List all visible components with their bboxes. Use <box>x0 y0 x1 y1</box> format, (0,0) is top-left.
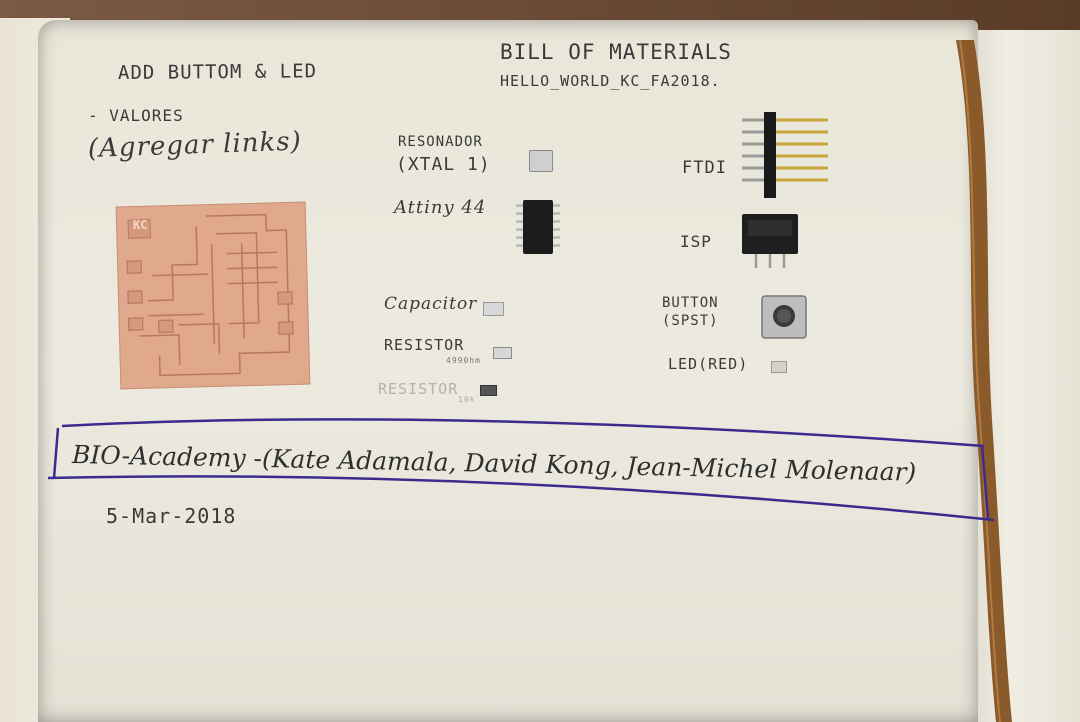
label-ftdi: FTDI <box>682 158 727 178</box>
bom-subtitle: HELLO_WORLD_KC_FA2018. <box>500 72 721 90</box>
heading-add-button-led: ADD BUTTOM & LED <box>117 60 318 84</box>
label-resistor-1-value: 4990hm <box>446 356 481 365</box>
label-button-line2: (SPST) <box>662 313 719 329</box>
note-valores: - VALORES <box>88 106 184 125</box>
pushbutton-component <box>761 295 807 339</box>
label-resonator-line2: (XTAL 1) <box>396 154 491 175</box>
capacitor-component <box>483 302 504 316</box>
pcb-board <box>115 201 311 390</box>
resonator-component <box>529 150 553 172</box>
banner-lines <box>47 418 994 522</box>
resistor-1-component <box>493 347 512 359</box>
label-resistor-1: RESISTOR <box>384 336 465 354</box>
label-resistor-2-value: 10k <box>458 395 476 404</box>
resistor-2-component <box>480 385 497 396</box>
label-resonator-line1: RESONADOR <box>398 134 483 150</box>
ribbon-bookmark <box>956 40 1012 722</box>
label-resistor-2: RESISTOR <box>378 380 459 398</box>
ftdi-header <box>742 112 828 198</box>
label-button-line1: BUTTON <box>662 295 719 311</box>
isp-header <box>742 214 798 268</box>
attiny-chip <box>516 200 560 254</box>
pcb-label: KC <box>133 218 148 232</box>
label-capacitor: Capacitor <box>384 294 478 314</box>
bom-title: BILL OF MATERIALS <box>500 40 732 64</box>
entry-date: 5-Mar-2018 <box>106 504 237 528</box>
led-component <box>771 361 787 373</box>
label-isp: ISP <box>680 232 712 251</box>
label-led: LED(RED) <box>668 355 749 373</box>
label-attiny44: Attiny 44 <box>394 197 487 218</box>
